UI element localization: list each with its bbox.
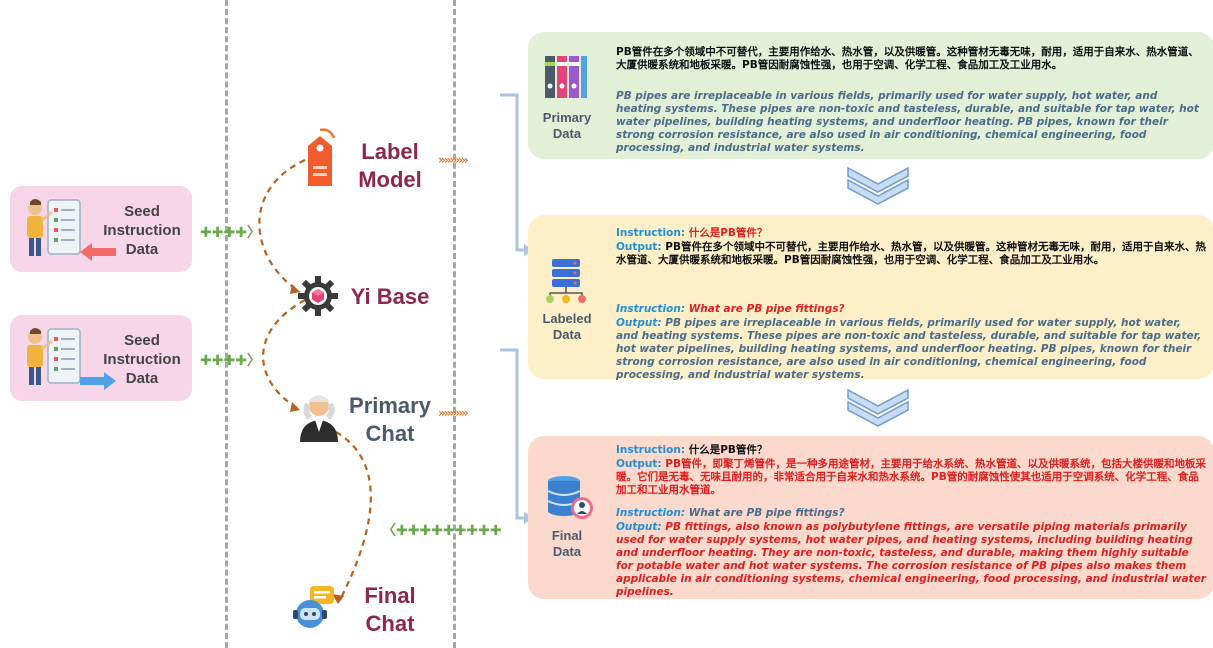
judge-avatar-icon [300,395,338,442]
left-arrow-icon [80,243,116,261]
labeled-instruction-zh: Instruction: 什么是PB管件？ [616,227,768,239]
final-data-label: Final Data [551,528,583,559]
labeled-data-panel: Labeled Data Instruction: 什么是PB管件？ Outpu… [528,215,1213,381]
database-user-icon [547,476,593,519]
final-data-panel: Final Data Instruction: 什么是PB管件？ Output:… [528,436,1213,599]
right-arrow-icon [80,372,116,390]
chevron-arrow-label-model: »»»»» [438,153,469,167]
primary-data-label: Primary Data [542,110,592,141]
labeled-output-zh: Output: PB管件在多个领域中不可替代，主要用作给水、热水管，以及供暖管。… [616,241,1206,266]
label-model-label: Label Model [358,139,422,192]
seed-instruction-box-bottom: Seed Instruction Data [10,315,192,401]
final-chat-label: Final Chat [364,583,416,636]
labeled-data-label: Labeled Data [542,311,592,342]
teacher-checklist-icon [27,199,81,256]
yi-base-label: Yi Base [350,284,430,309]
plus-arrow-top: ✚✚✚✚〉 [200,225,261,241]
database-network-icon [546,259,586,303]
plus-arrow-final: 〈✚✚✚✚✚✚✚✚✚ [382,523,502,539]
seed-instruction-box-top: Seed Instruction Data [10,186,192,272]
separator-left [225,0,228,648]
separator-right [453,0,456,648]
final-instruction-en: Instruction: What are PB pipe fittings? [616,507,845,519]
final-instruction-zh: Instruction: 什么是PB管件？ [616,444,768,456]
labeled-output-en: Output: PB pipes are irreplaceable in va… [616,317,1202,381]
final-output-zh: Output: PB管件，即聚丁烯管件，是一种多用途管材，主要用于给水系统、热水… [616,458,1206,496]
primary-chat-label: Primary Chat [349,393,431,446]
plus-arrow-bottom: ✚✚✚✚〉 [200,353,261,369]
teacher-checklist-icon [27,328,81,385]
labeled-instruction-en: Instruction: What are PB pipe fittings? [616,303,845,315]
chatbot-icon [293,586,334,628]
primary-data-en-text: PB pipes are irreplaceable in various fi… [616,90,1199,154]
down-chevron-icon [847,166,909,205]
gear-cube-icon [298,276,338,316]
final-output-en: Output: PB fittings, also known as polyb… [616,521,1206,598]
tag-icon [308,128,336,186]
binders-icon [545,56,587,98]
chevron-arrow-primary-chat: »»»»» [438,406,469,420]
primary-data-panel: Primary Data PB管件在多个领域中不可替代，主要用作给水、热水管，以… [528,32,1213,159]
down-chevron-icon [847,388,909,427]
seed-instruction-label-bottom: Seed Instruction Data [103,332,181,387]
primary-data-zh-text: PB管件在多个领域中不可替代，主要用作给水、热水管，以及供暖管。这种管材无毒无味… [616,46,1199,71]
seed-instruction-label-top: Seed Instruction Data [103,203,181,258]
